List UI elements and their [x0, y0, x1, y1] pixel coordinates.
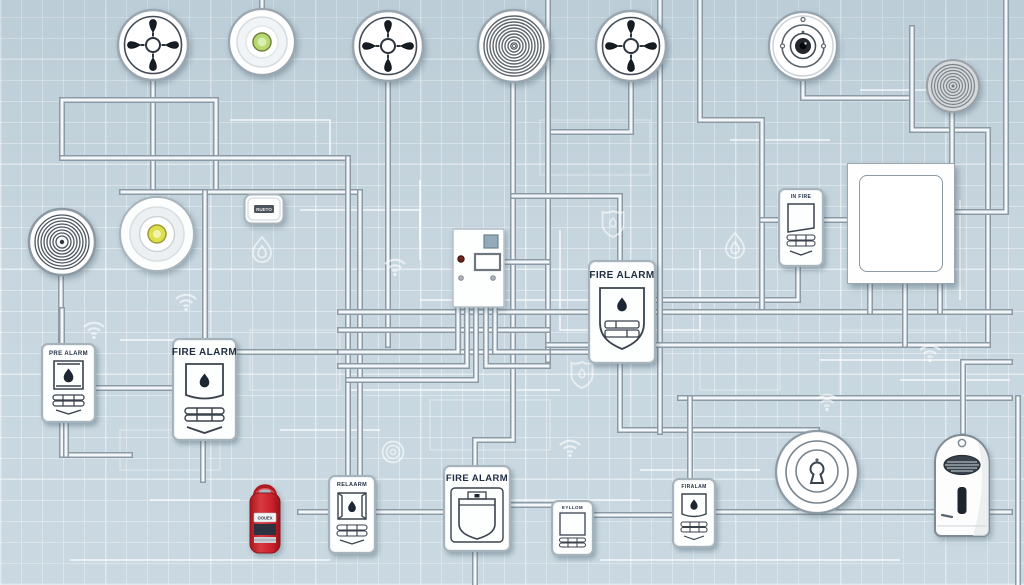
- keyhole: [809, 461, 825, 484]
- panel-display: [473, 252, 502, 272]
- panel-led: [457, 255, 465, 263]
- extinguisher-label: OOUEX: [257, 516, 272, 521]
- key-switch[interactable]: [774, 429, 860, 520]
- module-label: RUETO: [256, 207, 272, 212]
- small-module: RUETO: [243, 193, 285, 230]
- horn-strobe-2: [350, 8, 426, 89]
- pull-station-left[interactable]: FIRE ALARM: [172, 338, 237, 441]
- pull-station-bottom-right[interactable]: FIRALAM: [672, 478, 716, 548]
- coil-sounder: [476, 8, 552, 89]
- pull-station-bottom-small[interactable]: EYLLOM: [551, 500, 594, 556]
- horn-strobe-1: [115, 7, 191, 88]
- blank-panel-inner: [859, 175, 943, 272]
- pull-station-bottom-left-label: RELAARM: [336, 482, 368, 488]
- panel-indicator-window: [483, 234, 499, 249]
- pull-station-bottom-center[interactable]: FIRE ALARM: [443, 465, 511, 552]
- canister-sounder: [931, 430, 993, 547]
- pull-station-bottom-center-label: FIRE ALARM: [445, 473, 509, 484]
- horn-strobe-3: [593, 8, 669, 89]
- spiral-speaker: [925, 58, 981, 119]
- pull-station-bottom-left[interactable]: RELAARM: [328, 475, 376, 554]
- heat-detector: [766, 10, 840, 89]
- pull-station-top-right[interactable]: IN FIRE: [778, 188, 824, 267]
- control-panel[interactable]: [452, 228, 505, 313]
- pull-station-small-left-label: PRE ALARM: [48, 351, 89, 357]
- dome-strobe: [118, 195, 196, 278]
- blank-access-panel: [847, 163, 955, 284]
- pull-station-top-right-label: IN FIRE: [790, 194, 812, 200]
- smoke-detector-green: [227, 7, 297, 82]
- ring-speaker: [27, 207, 97, 282]
- pull-station-small-left[interactable]: PRE ALARM: [41, 343, 96, 423]
- fire-extinguisher: OOUEX: [245, 479, 285, 562]
- pull-station-center[interactable]: FIRE ALARM: [588, 260, 656, 364]
- pull-station-center-label: FIRE ALARM: [589, 270, 655, 281]
- pull-station-bottom-small-label: EYLLOM: [561, 505, 584, 510]
- pull-station-bottom-right-label: FIRALAM: [681, 484, 707, 490]
- pull-station-left-label: FIRE ALARM: [171, 347, 238, 358]
